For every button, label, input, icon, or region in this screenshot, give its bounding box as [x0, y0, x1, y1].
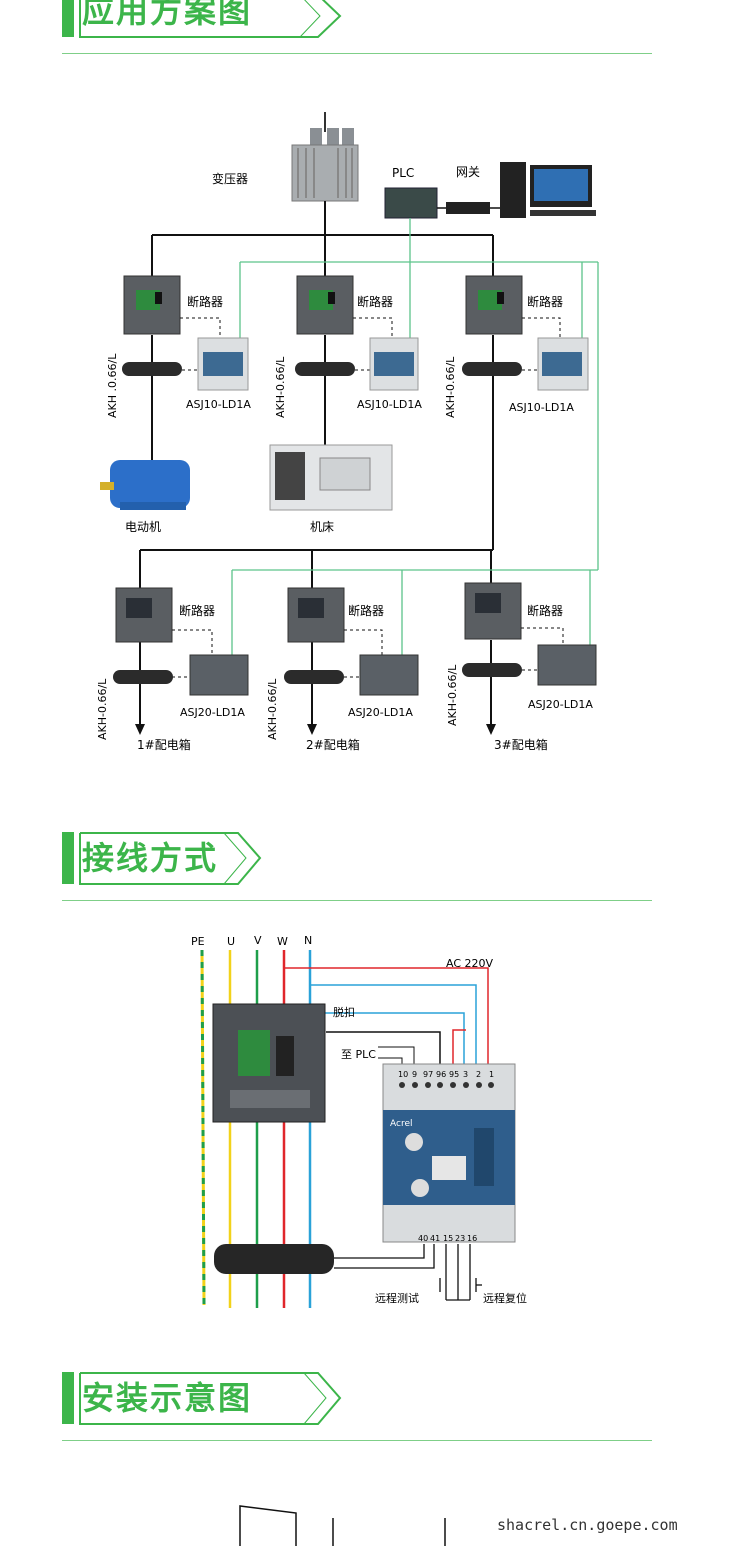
terminal-label: 9 — [412, 1070, 417, 1079]
relay-asj20 — [189, 644, 597, 696]
ct-ring — [122, 362, 522, 376]
section-header-scheme: 应用方案图 — [62, 0, 652, 54]
relay-label: ASJ10-LD1A — [357, 398, 422, 411]
phase-label-v: V — [254, 934, 262, 947]
pe-wire — [200, 949, 206, 1306]
section-header-wiring: 接线方式 — [62, 832, 652, 901]
terminal-label: 10 — [398, 1070, 408, 1079]
ct-label: AKH .0.66/L — [106, 353, 119, 418]
arrowheads — [135, 724, 496, 735]
phase-label-u: U — [227, 935, 235, 948]
terminal-label: 16 — [467, 1234, 477, 1243]
gateway-label: 网关 — [456, 165, 480, 179]
relay-label: ASJ10-LD1A — [186, 398, 251, 411]
ct-label: AKH-0.66/L — [266, 678, 279, 740]
ac-label: AC 220V — [446, 957, 494, 970]
header-frame-3 — [79, 1372, 342, 1425]
ct-label: AKH-0.66/L — [446, 664, 459, 726]
ct-ring — [113, 663, 522, 684]
ct-label: AKH-0.66/L — [96, 678, 109, 740]
remote-reset-label: 远程复位 — [483, 1291, 527, 1305]
machine-label: 机床 — [310, 520, 334, 534]
breaker-label: 断路器 — [357, 294, 393, 309]
breaker-unit-1 — [123, 275, 181, 335]
terminal-label: 1 — [489, 1070, 494, 1079]
box-label: 2#配电箱 — [306, 737, 360, 752]
breaker-label: 断路器 — [179, 603, 215, 618]
relay-label: ASJ20-LD1A — [528, 698, 593, 711]
relay-asj10 — [197, 337, 589, 391]
breaker-unit-2 — [296, 275, 354, 335]
wiring-relay — [382, 1063, 516, 1243]
comm-bus — [231, 218, 599, 655]
trip-links — [180, 317, 561, 371]
terminal-label: 23 — [455, 1234, 465, 1243]
relay-brand: Acrel — [390, 1119, 413, 1129]
section-title: 应用方案图 — [82, 0, 253, 30]
terminal-label: 97 — [423, 1070, 433, 1079]
breaker-unit-6 — [464, 582, 522, 640]
ct-label: AKH-0.66/L — [444, 356, 457, 418]
breaker-label: 断路器 — [527, 294, 563, 309]
section-title: 接线方式 — [82, 839, 219, 877]
trip-label: 脱扣 — [333, 1005, 355, 1019]
trip-wire — [326, 1031, 441, 1072]
divider — [62, 1440, 652, 1441]
section-title: 安装示意图 — [82, 1379, 253, 1417]
box-label: 3#配电箱 — [494, 737, 548, 752]
breaker-label: 断路器 — [527, 603, 563, 618]
install-diagram — [239, 1505, 446, 1546]
phase-label-pe: PE — [191, 935, 205, 948]
motor-icon — [100, 460, 190, 510]
relay-label: ASJ20-LD1A — [180, 706, 245, 719]
trip-links — [172, 627, 564, 678]
breaker-unit-4 — [115, 587, 173, 643]
watermark: shacrel.cn.goepe.com — [497, 1516, 678, 1534]
motor-label: 电动机 — [125, 520, 161, 534]
terminal-label: 15 — [443, 1234, 453, 1243]
divider — [62, 53, 652, 54]
remote-test-label: 远程测试 — [375, 1292, 419, 1305]
header-bar — [62, 0, 74, 37]
transformer-icon — [291, 112, 359, 202]
terminal-label: 41 — [430, 1234, 440, 1243]
transformer-label: 变压器 — [212, 171, 248, 186]
plc-label: PLC — [392, 166, 414, 180]
header-bar — [62, 1372, 74, 1424]
wiring-ct — [214, 1244, 334, 1274]
relay-label: ASJ10-LD1A — [509, 401, 574, 414]
header-frame-2 — [79, 832, 262, 885]
phase-label-w: W — [277, 935, 288, 948]
terminal-label: 3 — [463, 1070, 468, 1079]
supply-wires — [284, 967, 489, 1072]
terminal-label: 96 — [436, 1070, 446, 1079]
breaker-label: 断路器 — [348, 603, 384, 618]
terminals-bottom: 40 41 15 23 16 — [418, 1234, 477, 1243]
phase-label-n: N — [304, 934, 312, 947]
header-bar — [62, 832, 74, 884]
power-bus — [139, 201, 494, 725]
ct-wires — [334, 1244, 482, 1301]
relay-label: ASJ20-LD1A — [348, 706, 413, 719]
wiring-breaker — [212, 1003, 326, 1123]
gateway-icon — [446, 202, 490, 214]
divider — [62, 900, 652, 901]
machine-tool-icon — [269, 444, 393, 511]
breaker-unit-5 — [287, 587, 345, 643]
terminal-label: 2 — [476, 1070, 481, 1079]
terminal-label: 40 — [418, 1234, 428, 1243]
terminal-label: 95 — [449, 1070, 459, 1079]
header-frame-1 — [79, 0, 342, 38]
breaker-unit-3 — [465, 275, 523, 335]
breaker-label: 断路器 — [187, 294, 223, 309]
plc-icon — [384, 187, 438, 219]
section-header-install: 安装示意图 — [62, 1372, 652, 1441]
phase-wires — [228, 950, 312, 1308]
ct-label: AKH-0.66/L — [274, 356, 287, 418]
terminals-top: 10 9 97 96 95 3 2 1 — [398, 1070, 494, 1079]
to-plc-label: 至 PLC — [341, 1048, 376, 1061]
computer-icon — [500, 162, 596, 218]
box-label: 1#配电箱 — [137, 737, 191, 752]
